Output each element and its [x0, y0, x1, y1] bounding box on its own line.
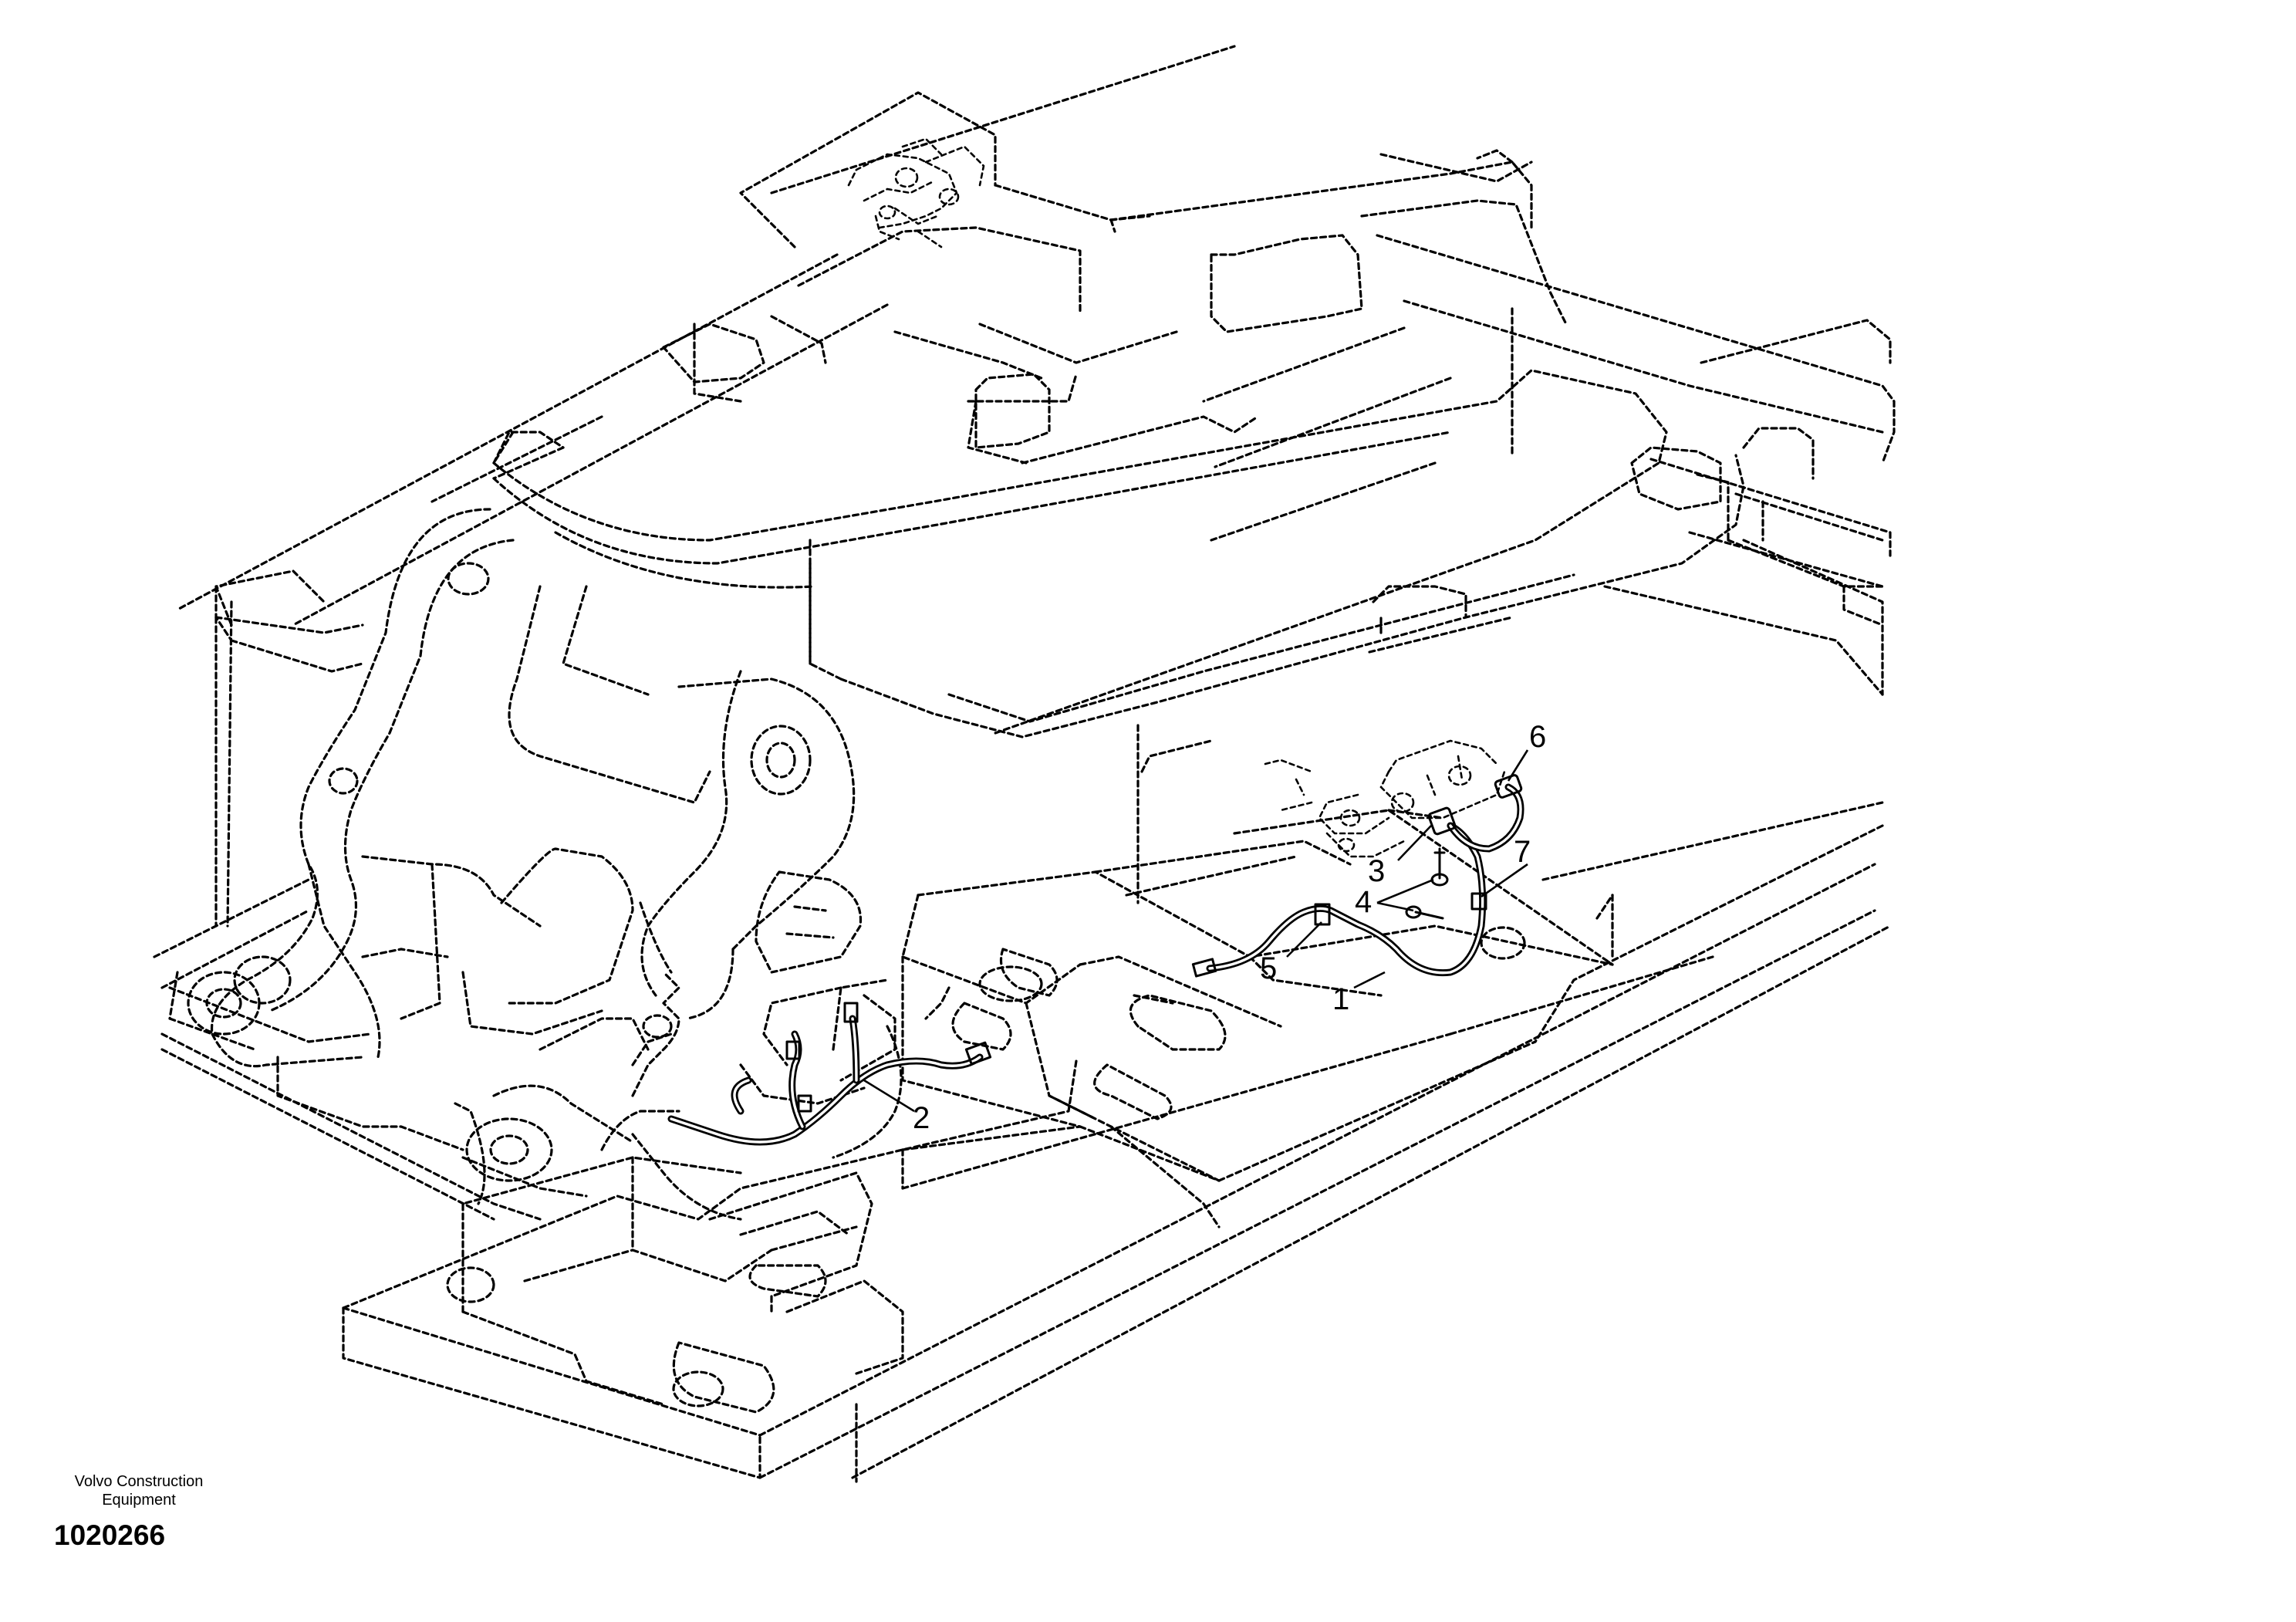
- manufacturer-name-line1: Volvo Construction: [74, 1473, 204, 1490]
- wiring-harness-2: [667, 1002, 992, 1146]
- manufacturer-caption: Volvo Construction Equipment 1020266: [54, 1472, 224, 1551]
- callout-3: 3: [1368, 854, 1385, 888]
- upper-frame-phantom: [176, 45, 1896, 904]
- callout-2: 2: [913, 1101, 930, 1135]
- lower-chassis-phantom: [342, 801, 1892, 1483]
- left-rail-phantom: [153, 600, 542, 1221]
- callout-1: 1: [1332, 982, 1349, 1016]
- valve-block-phantom: [1264, 739, 1506, 858]
- callout-labels: 1 2 3 4 5 6 7: [913, 720, 1546, 1135]
- leader-lines: [863, 749, 1529, 1113]
- callout-5: 5: [1260, 951, 1277, 985]
- wiring-harness-1: [1191, 774, 1524, 978]
- callout-6: 6: [1529, 720, 1546, 754]
- callout-4: 4: [1355, 885, 1372, 919]
- boom-foot-phantom: [168, 508, 863, 1205]
- figure-number: 1020266: [54, 1519, 166, 1551]
- callout-7: 7: [1514, 835, 1531, 869]
- top-fitting-cluster: [847, 137, 985, 248]
- manufacturer-name-line2: Equipment: [102, 1492, 176, 1509]
